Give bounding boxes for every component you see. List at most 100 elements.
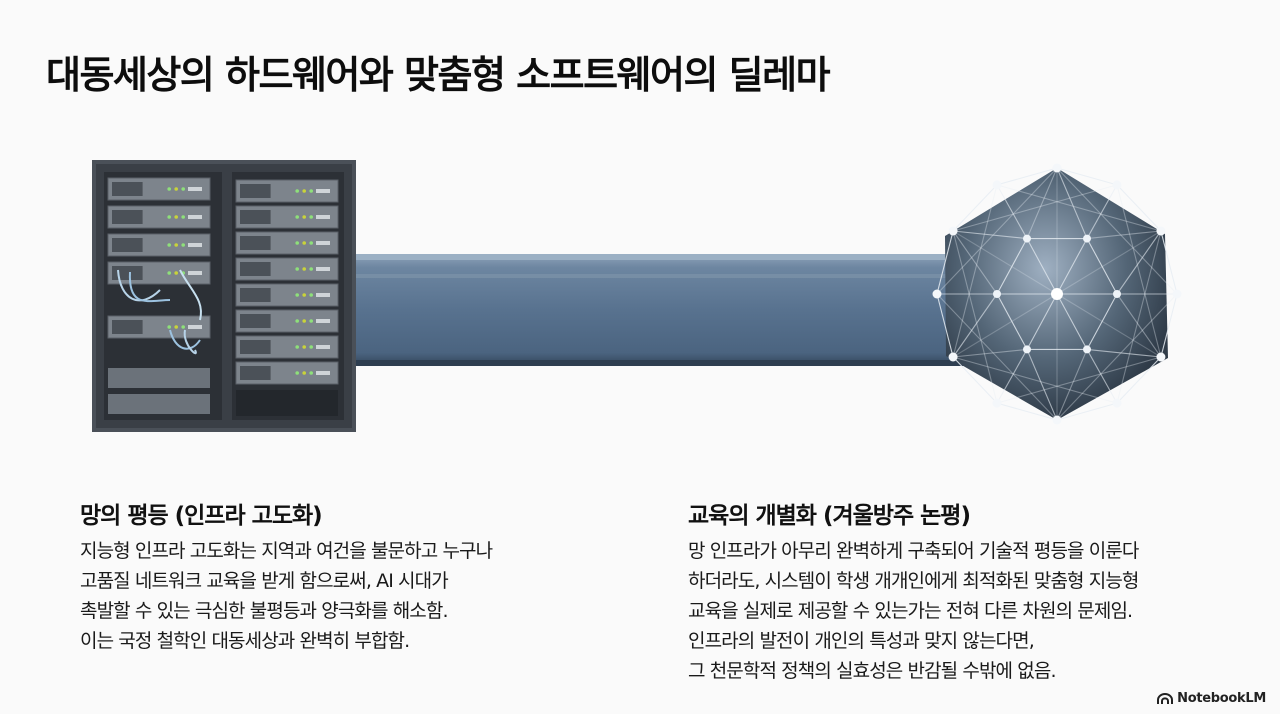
server-led [295, 215, 300, 219]
network-node [1051, 288, 1063, 300]
server-unit-panel [240, 262, 271, 276]
server-unit-panel [112, 266, 143, 280]
server-led [309, 241, 314, 245]
network-node [993, 290, 1001, 298]
server-led [302, 319, 307, 323]
right-section-heading: 교육의 개별화 (겨울방주 논평) [688, 503, 971, 529]
server-handle [316, 345, 330, 349]
network-node [1112, 398, 1122, 408]
network-node [948, 352, 958, 362]
network-edge [952, 184, 1118, 232]
server-unit-panel [112, 238, 143, 252]
network-node [1052, 415, 1062, 425]
network-edge [996, 293, 1028, 350]
network-cable [183, 329, 197, 355]
network-edge [996, 184, 1028, 239]
server-led [295, 293, 300, 297]
server-led [309, 345, 314, 349]
server-vent-panel [108, 368, 210, 388]
network-edge [1116, 184, 1162, 358]
server-led [302, 215, 307, 219]
notebooklm-logo-icon [1157, 692, 1174, 704]
network-edge [953, 230, 1028, 240]
network-node [992, 398, 1002, 408]
network-polyhedron-icon [932, 163, 1182, 425]
network-edge [952, 230, 1058, 295]
network-edge [1026, 238, 1058, 295]
server-led [295, 241, 300, 245]
server-handle [188, 187, 202, 191]
network-node [1023, 345, 1031, 354]
network-node [1052, 163, 1062, 173]
slide-title: 대동세상의 하드웨어와 맞춤형 소프트웨어의 딜레마 [46, 53, 831, 97]
server-led [167, 325, 171, 329]
network-edge [952, 230, 998, 295]
network-edge [996, 402, 1058, 421]
right-section-body: 망 인프라가 아무리 완벽하게 구축되어 기술적 평등을 이룬다 하더라도, 시… [688, 536, 1139, 686]
server-led [309, 293, 314, 297]
server-handle [188, 325, 202, 329]
server-led [174, 243, 178, 247]
server-led [302, 371, 307, 375]
server-led [302, 241, 307, 245]
server-led [174, 215, 178, 219]
server-led [302, 267, 307, 271]
right-body-line: 인프라의 발전이 개인의 특성과 맞지 않는다면, [688, 630, 1035, 652]
server-handle [316, 241, 330, 245]
network-edge [1056, 293, 1088, 350]
network-edge [1026, 167, 1058, 239]
server-led [181, 243, 185, 247]
server-unit-panel [112, 182, 143, 196]
server-vent-panel [108, 394, 210, 414]
network-edge [1026, 293, 1058, 350]
server-unit-panel [240, 288, 271, 302]
server-led [167, 187, 171, 191]
server-led [174, 325, 178, 329]
network-node [1172, 289, 1182, 299]
network-edge [1086, 184, 1118, 239]
right-body-line: 하더라도, 시스템이 학생 개개인에게 최적화된 맞춤형 지능형 [688, 570, 1139, 592]
server-led [167, 215, 171, 219]
server-unit-panel [240, 210, 271, 224]
network-node [1083, 345, 1091, 354]
server-led [302, 189, 307, 193]
network-edge [1026, 349, 1058, 421]
network-edge [1116, 230, 1162, 295]
network-edge [1086, 349, 1118, 404]
server-unit-panel [112, 320, 143, 334]
network-edge [996, 184, 1162, 232]
server-led [174, 271, 178, 275]
network-node [1112, 180, 1122, 190]
left-body-line: 촉발할 수 있는 극심한 불평등과 양극화를 해소함. [80, 600, 448, 622]
server-led [167, 243, 171, 247]
server-led [174, 187, 178, 191]
left-section-body: 지능형 인프라 고도화는 지역과 여건을 불문하고 누구나 고품질 네트워크 교… [80, 536, 493, 656]
network-node [992, 180, 1002, 190]
server-rack-icon [92, 160, 356, 432]
network-edge [1056, 402, 1118, 421]
server-unit-panel [240, 184, 271, 198]
network-edge [953, 348, 1028, 358]
server-led [295, 189, 300, 193]
server-led [181, 187, 185, 191]
server-handle [316, 293, 330, 297]
server-empty-bay [236, 390, 338, 416]
right-body-line: 망 인프라가 아무리 완벽하게 구축되어 기술적 평등을 이룬다 [688, 540, 1139, 562]
left-body-line: 지능형 인프라 고도화는 지역과 여건을 불문하고 누구나 [80, 540, 493, 562]
server-handle [316, 189, 330, 193]
server-handle [316, 215, 330, 219]
server-handle [188, 215, 202, 219]
network-edge [1160, 230, 1178, 295]
server-led [302, 345, 307, 349]
server-handle [188, 271, 202, 275]
network-edge [1086, 293, 1118, 350]
network-node [932, 289, 942, 299]
network-edge [1056, 167, 1088, 239]
network-edge [996, 349, 1028, 404]
network-edge [1056, 293, 1162, 358]
notebooklm-branding: NotebookLM [1157, 691, 1266, 706]
network-node [1156, 352, 1166, 362]
server-unit-panel [240, 340, 271, 354]
network-edge [1086, 230, 1161, 240]
server-unit-panel [240, 236, 271, 250]
